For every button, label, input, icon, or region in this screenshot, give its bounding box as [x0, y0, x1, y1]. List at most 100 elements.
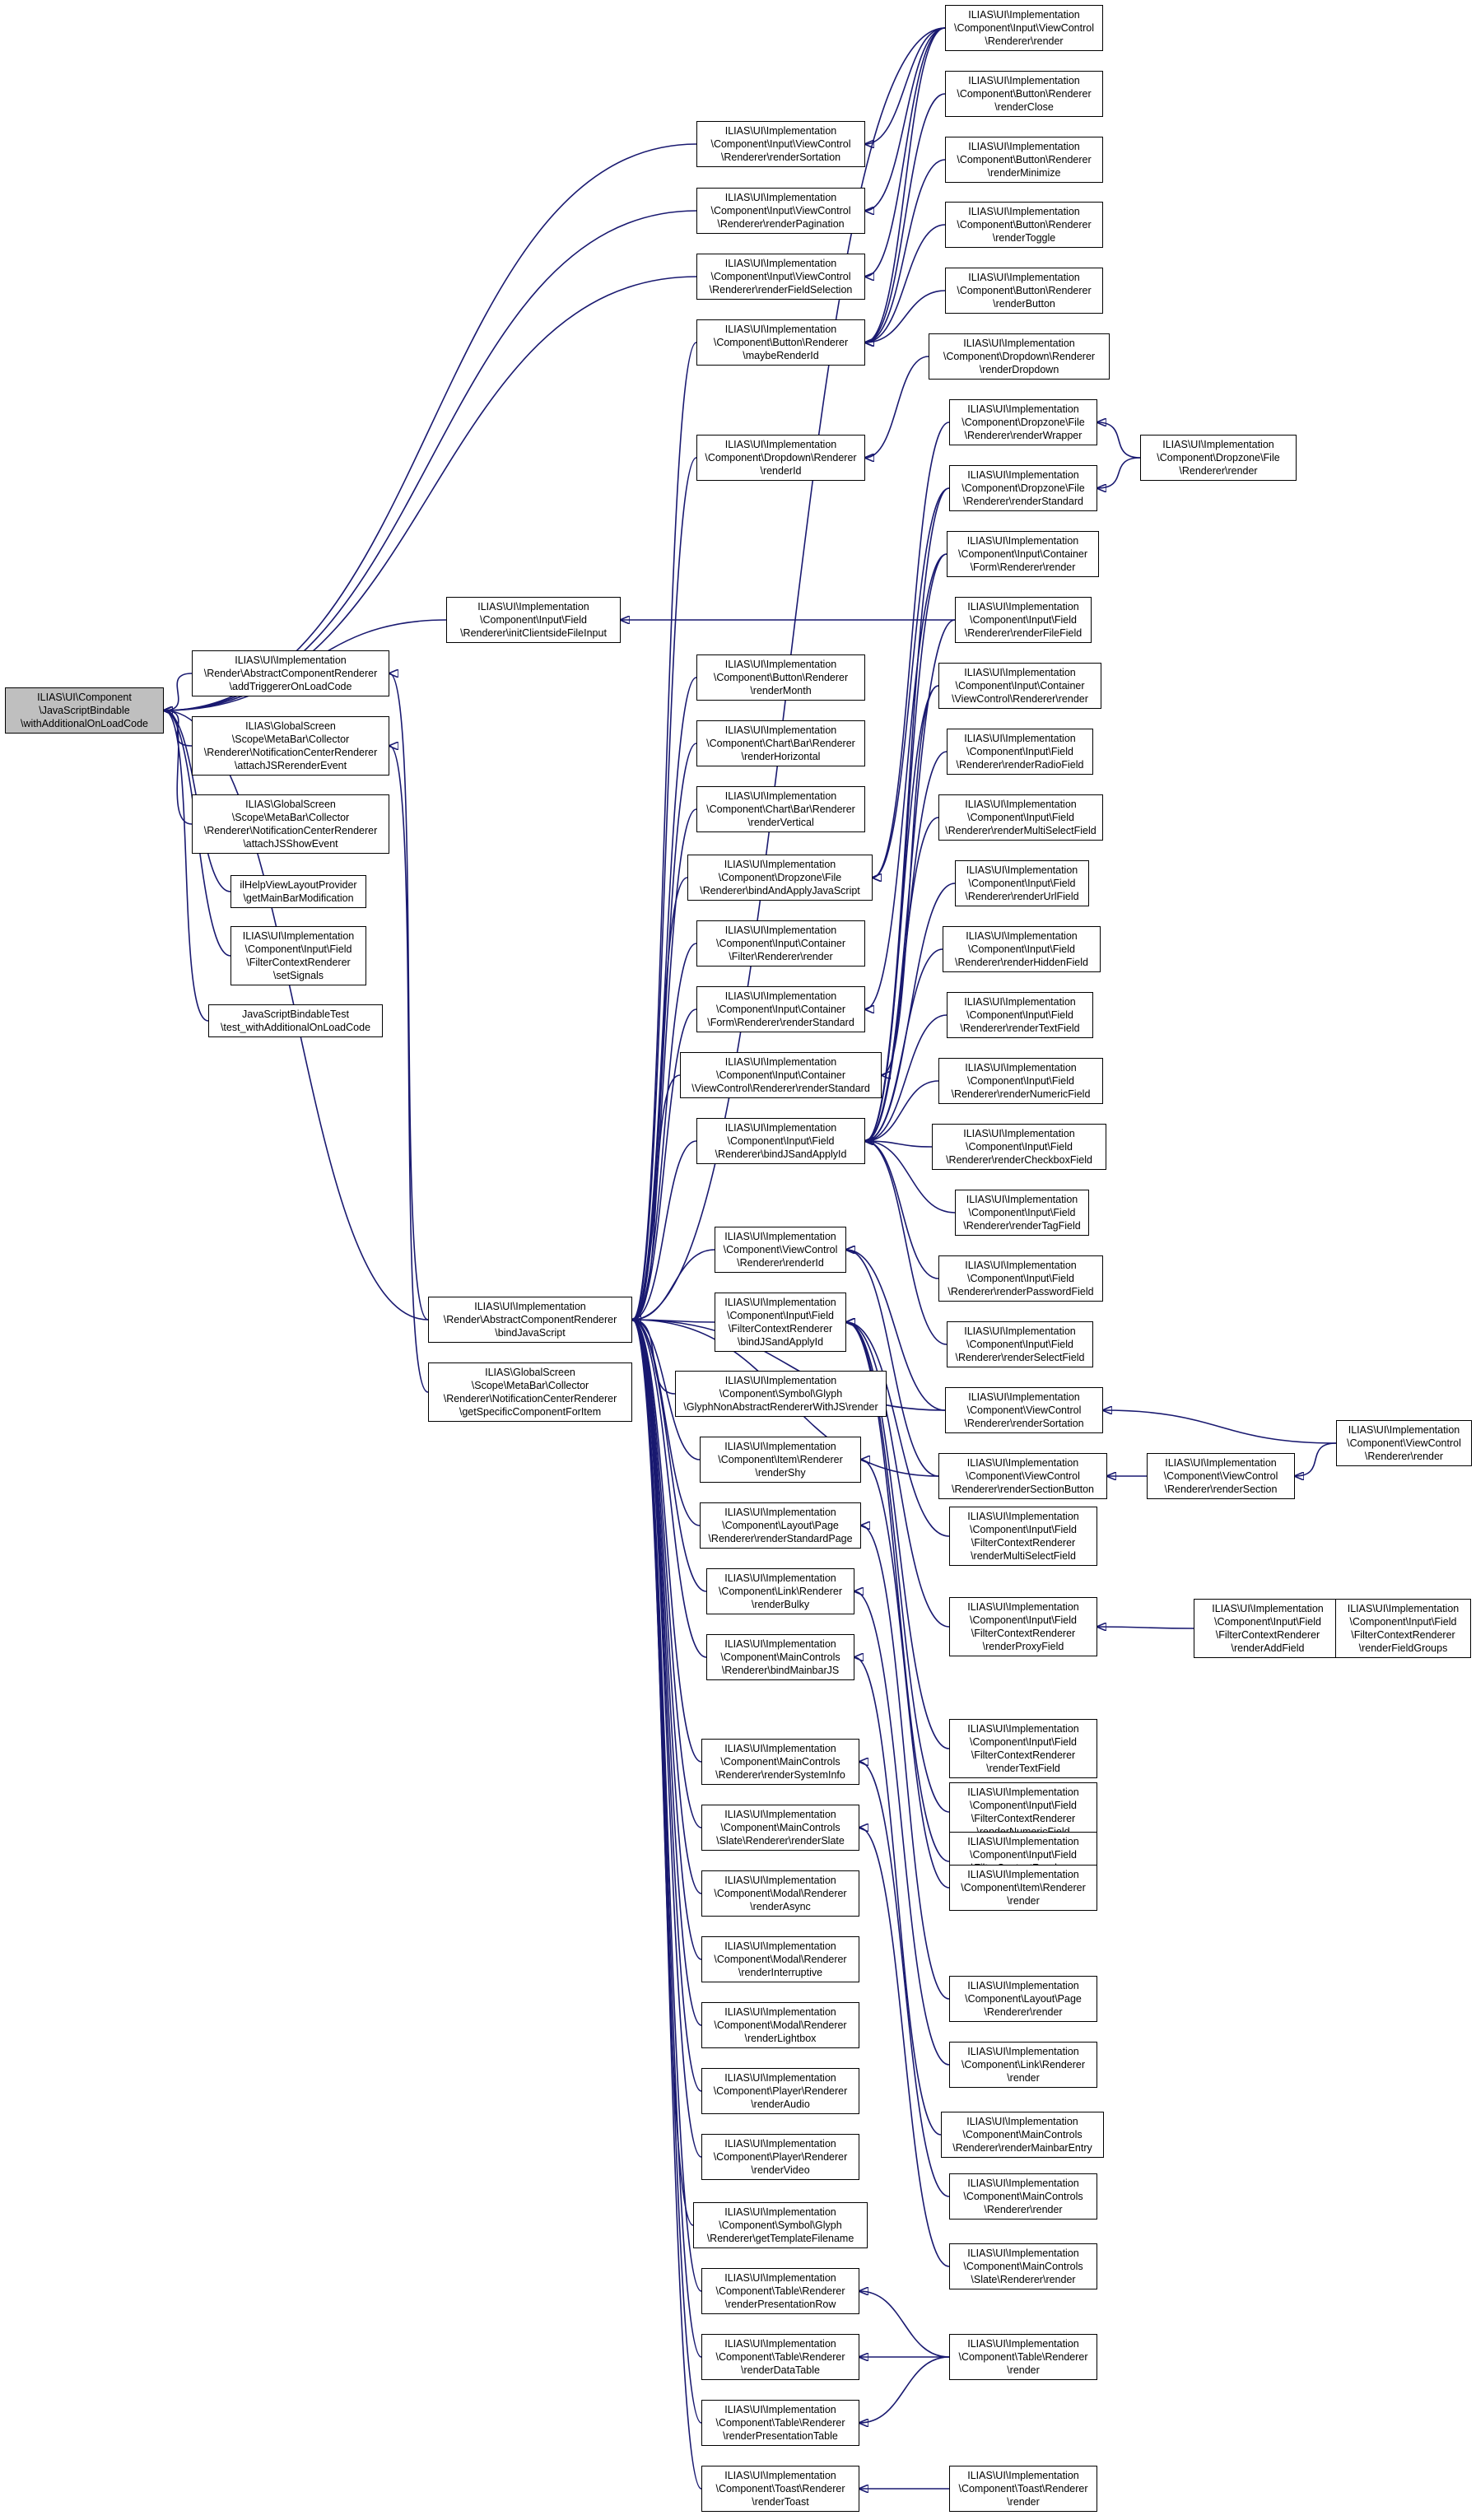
node-filter-set-signals[interactable]: ILIAS\UI\Implementation \Component\Input… [230, 926, 366, 985]
node-add-triggerer[interactable]: ILIAS\UI\Implementation \Render\Abstract… [192, 650, 389, 696]
edge-containerVCStd-to-bindJavaScript [632, 1074, 681, 1320]
node-field-url[interactable]: ILIAS\UI\Implementation \Component\Input… [955, 860, 1089, 906]
node-toast-render[interactable]: ILIAS\UI\Implementation \Component\Toast… [949, 2466, 1097, 2512]
node-vc-render[interactable]: ILIAS\UI\Implementation \Component\ViewC… [1336, 1420, 1472, 1466]
node-player-video[interactable]: ILIAS\UI\Implementation \Component\Playe… [701, 2134, 859, 2180]
node-field-checkbox[interactable]: ILIAS\UI\Implementation \Component\Input… [932, 1124, 1106, 1170]
edge-vcRenderSortation2-to-bindJavaScript [632, 1320, 946, 1411]
node-attach-j-s-rerender[interactable]: ILIAS\GlobalScreen \Scope\MetaBar\Collec… [192, 716, 389, 776]
node-dd-render-id[interactable]: ILIAS\UI\Implementation \Component\Dropd… [696, 435, 865, 481]
node-filter-text[interactable]: ILIAS\UI\Implementation \Component\Input… [949, 1719, 1097, 1778]
node-btn-render-minimize[interactable]: ILIAS\UI\Implementation \Component\Butto… [945, 137, 1103, 183]
node-vc-render-section-button[interactable]: ILIAS\UI\Implementation \Component\ViewC… [938, 1453, 1107, 1499]
edge-btnMaybeRenderId-to-bindJavaScript [632, 342, 697, 1320]
node-btn-render-month[interactable]: ILIAS\UI\Implementation \Component\Butto… [696, 654, 865, 701]
node-field-hidden[interactable]: ILIAS\UI\Implementation \Component\Input… [943, 926, 1101, 972]
node-field-text[interactable]: ILIAS\UI\Implementation \Component\Input… [947, 992, 1093, 1038]
edge-tableRender-to-tablePresRow [859, 2291, 950, 2358]
node-field-file[interactable]: ILIAS\UI\Implementation \Component\Input… [955, 597, 1092, 643]
edge-containerFilter-to-bindJavaScript [632, 943, 697, 1320]
node-field-numeric[interactable]: ILIAS\UI\Implementation \Component\Input… [938, 1058, 1103, 1104]
edge-linkBulky-to-bindJavaScript [632, 1320, 707, 1592]
edge-fieldPassword-to-fieldBindJS [865, 1141, 939, 1279]
node-field-tag[interactable]: ILIAS\UI\Implementation \Component\Input… [955, 1190, 1089, 1236]
node-filter-proxy[interactable]: ILIAS\UI\Implementation \Component\Input… [949, 1597, 1097, 1656]
node-player-audio[interactable]: ILIAS\UI\Implementation \Component\Playe… [701, 2068, 859, 2114]
node-init-clientside[interactable]: ILIAS\UI\Implementation \Component\Input… [446, 597, 621, 643]
node-btn-maybe-render-id[interactable]: ILIAS\UI\Implementation \Component\Butto… [696, 319, 865, 366]
node-table-render[interactable]: ILIAS\UI\Implementation \Component\Table… [949, 2334, 1097, 2380]
node-filter-multi-select[interactable]: ILIAS\UI\Implementation \Component\Input… [949, 1507, 1097, 1566]
node-js-test[interactable]: JavaScriptBindableTest \test_withAdditio… [208, 1004, 383, 1037]
node-dz-render-standard[interactable]: ILIAS\UI\Implementation \Component\Dropz… [949, 465, 1097, 511]
node-field-multi-select[interactable]: ILIAS\UI\Implementation \Component\Input… [938, 794, 1103, 841]
node-get-specific[interactable]: ILIAS\GlobalScreen \Scope\MetaBar\Collec… [428, 1362, 632, 1422]
node-table-pres-table[interactable]: ILIAS\UI\Implementation \Component\Table… [701, 2400, 859, 2446]
node-field-password[interactable]: ILIAS\UI\Implementation \Component\Input… [938, 1255, 1103, 1302]
node-filter-bind-j-s[interactable]: ILIAS\UI\Implementation \Component\Input… [715, 1293, 846, 1352]
node-vc-render-sortation2[interactable]: ILIAS\UI\Implementation \Component\ViewC… [945, 1387, 1103, 1433]
node-item-render-shy[interactable]: ILIAS\UI\Implementation \Component\Item\… [700, 1437, 861, 1483]
node-table-data[interactable]: ILIAS\UI\Implementation \Component\Table… [701, 2334, 859, 2380]
edge-btnRenderToggle-to-btnMaybeRenderId [865, 224, 946, 342]
node-mc-slate-render[interactable]: ILIAS\UI\Implementation \Component\MainC… [949, 2243, 1097, 2289]
node-field-bind-j-s[interactable]: ILIAS\UI\Implementation \Component\Input… [696, 1118, 865, 1164]
node-field-radio[interactable]: ILIAS\UI\Implementation \Component\Input… [947, 729, 1093, 775]
node-container-v-c-std[interactable]: ILIAS\UI\Implementation \Component\Input… [680, 1052, 882, 1098]
edge-btnRenderClose-to-btnMaybeRenderId [865, 93, 946, 342]
node-vc-input-render[interactable]: ILIAS\UI\Implementation \Component\Input… [945, 5, 1103, 51]
node-vc-render-pagination[interactable]: ILIAS\UI\Implementation \Component\Input… [696, 188, 865, 234]
node-root[interactable]: ILIAS\UI\Component \JavaScriptBindable \… [5, 687, 164, 734]
node-btn-render-button[interactable]: ILIAS\UI\Implementation \Component\Butto… [945, 268, 1103, 314]
node-filter-field-groups[interactable]: ILIAS\UI\Implementation \Component\Input… [1335, 1599, 1471, 1658]
node-mc-system-info[interactable]: ILIAS\UI\Implementation \Component\MainC… [701, 1739, 859, 1785]
node-chart-horizontal[interactable]: ILIAS\UI\Implementation \Component\Chart… [696, 720, 865, 766]
node-container-filter[interactable]: ILIAS\UI\Implementation \Component\Input… [696, 920, 865, 967]
edge-dzBindAndApply-to-bindJavaScript [632, 877, 688, 1320]
node-dz-bind-and-apply[interactable]: ILIAS\UI\Implementation \Component\Dropz… [687, 855, 873, 901]
edge-fieldHidden-to-fieldBindJS [865, 948, 943, 1141]
edge-fieldTag-to-fieldBindJS [865, 1141, 956, 1213]
node-mc-render[interactable]: ILIAS\UI\Implementation \Component\MainC… [949, 2173, 1097, 2220]
edge-mcSlate-to-bindJavaScript [632, 1320, 702, 1828]
node-modal-lightbox[interactable]: ILIAS\UI\Implementation \Component\Modal… [701, 2002, 859, 2048]
node-field-select[interactable]: ILIAS\UI\Implementation \Component\Input… [947, 1321, 1093, 1367]
node-glyph-template[interactable]: ILIAS\UI\Implementation \Component\Symbo… [693, 2202, 868, 2248]
node-vc-render-field-selection[interactable]: ILIAS\UI\Implementation \Component\Input… [696, 254, 865, 300]
node-modal-interruptive[interactable]: ILIAS\UI\Implementation \Component\Modal… [701, 1936, 859, 1982]
node-modal-async[interactable]: ILIAS\UI\Implementation \Component\Modal… [701, 1870, 859, 1917]
node-vc-render-id[interactable]: ILIAS\UI\Implementation \Component\ViewC… [715, 1227, 846, 1273]
node-vc-render-section[interactable]: ILIAS\UI\Implementation \Component\ViewC… [1147, 1453, 1295, 1499]
node-container-form-render[interactable]: ILIAS\UI\Implementation \Component\Input… [947, 531, 1099, 577]
node-mc-slate[interactable]: ILIAS\UI\Implementation \Component\MainC… [701, 1805, 859, 1851]
node-chart-vertical[interactable]: ILIAS\UI\Implementation \Component\Chart… [696, 786, 865, 832]
node-link-bulky[interactable]: ILIAS\UI\Implementation \Component\Link\… [706, 1568, 854, 1614]
node-item-render[interactable]: ILIAS\UI\Implementation \Component\Item\… [949, 1865, 1097, 1911]
node-btn-render-close[interactable]: ILIAS\UI\Implementation \Component\Butto… [945, 71, 1103, 117]
node-link-render[interactable]: ILIAS\UI\Implementation \Component\Link\… [949, 2042, 1097, 2088]
node-bind-java-script[interactable]: ILIAS\UI\Implementation \Render\Abstract… [428, 1297, 632, 1343]
node-btn-render-toggle[interactable]: ILIAS\UI\Implementation \Component\Butto… [945, 202, 1103, 248]
edge-filterSelect-to-filterBindJS [846, 1322, 950, 1862]
node-il-help[interactable]: ilHelpViewLayoutProvider \getMainBarModi… [230, 875, 366, 908]
node-dz-render[interactable]: ILIAS\UI\Implementation \Component\Dropz… [1140, 435, 1297, 481]
node-toast-render-toast[interactable]: ILIAS\UI\Implementation \Component\Toast… [701, 2466, 859, 2512]
edge-playerVideo-to-bindJavaScript [632, 1320, 702, 2158]
edge-filterText-to-filterBindJS [846, 1322, 950, 1749]
edge-chartHorizontal-to-bindJavaScript [632, 743, 697, 1320]
node-glyph-non-abstract[interactable]: ILIAS\UI\Implementation \Component\Symbo… [675, 1371, 887, 1417]
node-filter-add-field[interactable]: ILIAS\UI\Implementation \Component\Input… [1194, 1599, 1342, 1658]
edge-filterAddField-to-filterProxy [1097, 1627, 1194, 1628]
node-dz-render-wrapper[interactable]: ILIAS\UI\Implementation \Component\Dropz… [949, 399, 1097, 445]
node-layout-render[interactable]: ILIAS\UI\Implementation \Component\Layou… [949, 1976, 1097, 2022]
node-mc-mainbar-entry[interactable]: ILIAS\UI\Implementation \Component\MainC… [941, 2112, 1104, 2158]
node-table-pres-row[interactable]: ILIAS\UI\Implementation \Component\Table… [701, 2268, 859, 2314]
node-attach-j-s-show[interactable]: ILIAS\GlobalScreen \Scope\MetaBar\Collec… [192, 794, 389, 854]
node-container-form-std[interactable]: ILIAS\UI\Implementation \Component\Input… [696, 986, 865, 1032]
node-layout-std-page[interactable]: ILIAS\UI\Implementation \Component\Layou… [700, 1502, 861, 1549]
node-mc-bind-mainbar[interactable]: ILIAS\UI\Implementation \Component\MainC… [706, 1634, 854, 1680]
node-container-v-c-render[interactable]: ILIAS\UI\Implementation \Component\Input… [938, 663, 1101, 709]
node-vc-render-sortation[interactable]: ILIAS\UI\Implementation \Component\Input… [696, 121, 865, 167]
node-dd-render-dropdown[interactable]: ILIAS\UI\Implementation \Component\Dropd… [929, 333, 1110, 380]
